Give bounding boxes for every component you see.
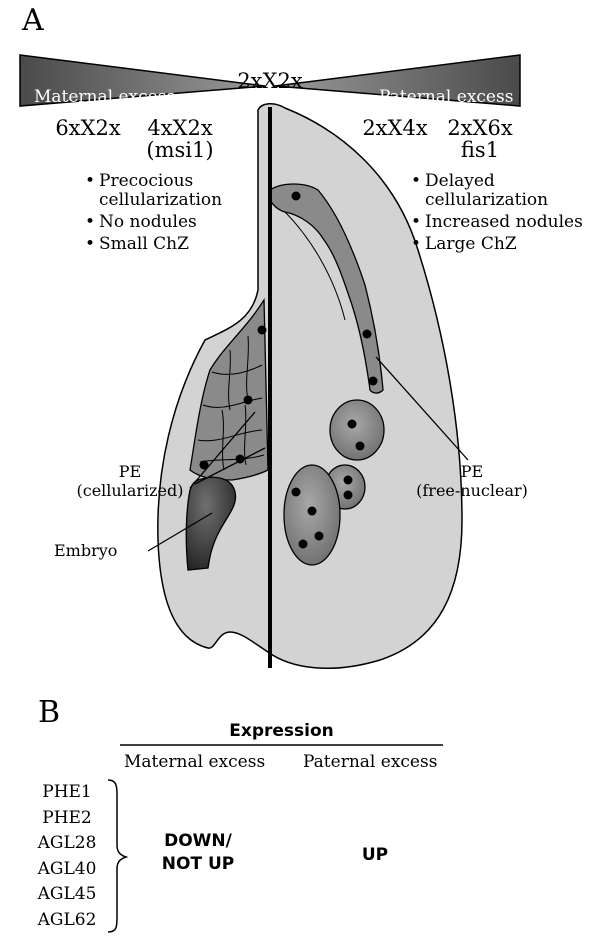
panel-b-label: B: [38, 695, 61, 730]
endosperm-free-nuclear: [269, 183, 384, 394]
gene-name: PHE2: [42, 807, 92, 828]
pe-cellularized-leader: [189, 411, 256, 489]
embryo-label: Embryo: [54, 541, 118, 560]
cell-walls: [197, 335, 265, 471]
gene-list: PHE1 PHE2 AGL28 AGL40 AGL45 AGL62: [32, 780, 102, 933]
maternal-excess-bar: [19, 54, 266, 107]
gene-bracket: [107, 779, 129, 933]
genotype-2x6x: 2xX6x: [447, 116, 513, 140]
genotype-fis1: fis1: [460, 138, 500, 162]
maternal-excess-label: Maternal excess: [34, 87, 176, 107]
genotype-4x2x: 4xX2x: [147, 116, 213, 140]
col-maternal-excess: Maternal excess: [124, 752, 266, 772]
gene-name: AGL45: [37, 884, 97, 904]
bullet-text: Precocious: [99, 171, 194, 191]
pe-free-leader: [375, 356, 469, 461]
paternal-excess-bar: [274, 54, 521, 107]
pe-cellularized-label: PE (cellularized): [76, 462, 184, 500]
genotype-msi1: (msi1): [146, 138, 214, 162]
pe-cellularized-leader-2: [194, 447, 266, 485]
gene-name: PHE1: [42, 782, 92, 802]
nuclei: [199, 191, 378, 549]
paternal-bullet-list: •Delayed cellularization •Increased nodu…: [411, 171, 583, 254]
gene-name: AGL28: [37, 833, 97, 853]
genotype-2x4x: 2xX4x: [362, 116, 428, 140]
col-paternal-excess: Paternal excess: [303, 752, 438, 772]
center-genotype: 2xX2x: [237, 69, 303, 93]
panel-a-label: A: [22, 3, 44, 38]
bullet-text-cont: cellularization: [99, 190, 223, 210]
pe-free-nuclear-label: PE (free-nuclear): [416, 462, 528, 500]
gene-name: AGL40: [37, 858, 97, 879]
bullet-text: Large ChZ: [425, 234, 517, 254]
paternal-excess-label: Paternal excess: [379, 87, 514, 107]
paternal-expression-value: UP: [361, 845, 389, 865]
bullet-text: Small ChZ: [99, 234, 189, 254]
embryo-leader: [147, 512, 213, 552]
maternal-bullet-list: •Precocious cellularization •No nodules …: [85, 171, 223, 254]
embryo: [185, 476, 237, 571]
bullet-text-cont: cellularization: [425, 190, 549, 210]
nodule: [329, 399, 385, 461]
expression-header: Expression: [229, 721, 334, 741]
seed-coat: [157, 103, 463, 670]
bullet-text: Increased nodules: [425, 212, 583, 232]
bullet-text: No nodules: [99, 212, 197, 232]
bullet-text: Delayed: [425, 171, 495, 191]
genotype-6x2x: 6xX2x: [55, 116, 121, 140]
maternal-expression-value: DOWN/ NOT UP: [161, 831, 235, 874]
gene-name: AGL62: [37, 909, 97, 930]
